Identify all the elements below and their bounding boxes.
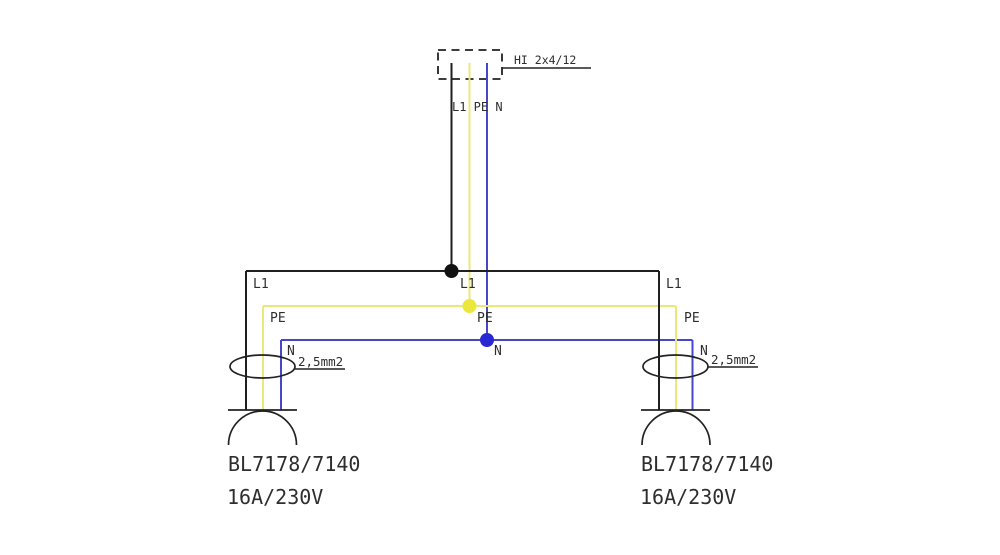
junction-label-l1: L1 — [460, 277, 476, 292]
branch-right-cable-size: 2,5mm2 — [711, 352, 756, 367]
branch-right-label-l1: L1 — [666, 277, 682, 292]
junction-label-pe: PE — [477, 311, 493, 326]
supply-conductors-label: L1 PE N — [452, 100, 503, 114]
branch-left-label-l1: L1 — [253, 277, 269, 292]
junction-dot-l1 — [444, 264, 459, 278]
branch-right-label-n: N — [700, 344, 708, 359]
branch-right-model-label: BL7178/7140 — [641, 452, 773, 476]
branch-right-socket-arc — [641, 410, 711, 446]
junction-dot-n — [480, 333, 494, 347]
branch-left-label-n: N — [287, 344, 295, 359]
branch-right-rating-label: 16A/230V — [640, 485, 736, 509]
junction-label-n: N — [494, 344, 502, 359]
branch-left-rating-label: 16A/230V — [227, 485, 323, 509]
supply-cable-label: HI 2x4/12 — [514, 53, 576, 67]
branch-left-model-label: BL7178/7140 — [228, 452, 360, 476]
junction-dot-pe — [462, 299, 477, 313]
branch-left-socket-arc — [227, 410, 298, 446]
branch-left-cable-size: 2,5mm2 — [298, 354, 343, 369]
branch-right-label-pe: PE — [684, 311, 700, 326]
branch-left-label-pe: PE — [270, 311, 286, 326]
branch-left-cable-ellipse — [229, 354, 296, 379]
